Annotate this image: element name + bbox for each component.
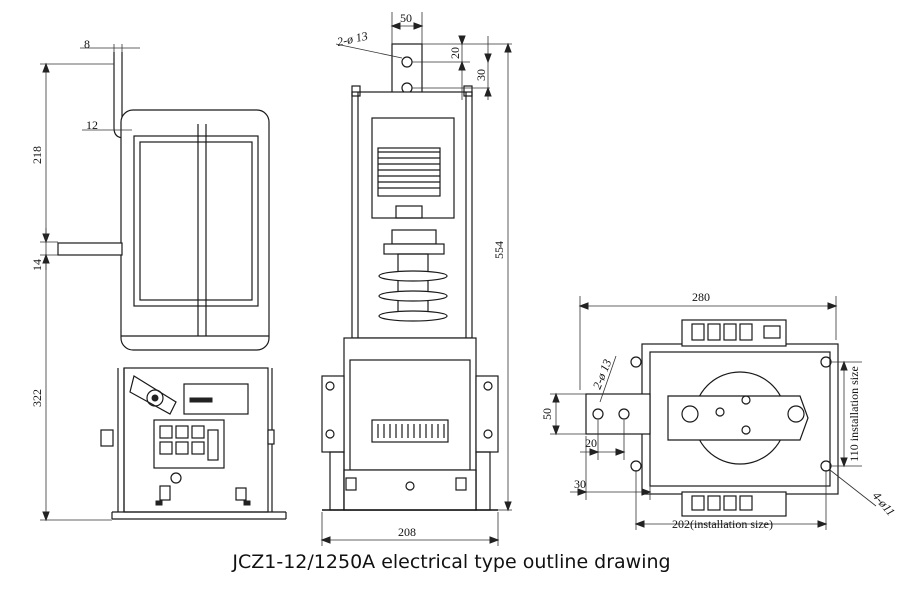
dim-top-4holes: 4-ø11 — [870, 489, 898, 519]
dim-front-20: 20 — [448, 47, 462, 59]
dim-top-202: 202(installation size) — [672, 517, 773, 531]
dim-top-holes: 2-ø 13 — [590, 357, 615, 391]
dim-side-12: 12 — [86, 118, 98, 132]
dim-top-20: 20 — [585, 436, 597, 450]
dim-side-14: 14 — [30, 259, 44, 271]
dim-top-280: 280 — [692, 290, 710, 304]
dim-top-110: 110 installation size — [847, 366, 861, 462]
dim-front-30: 30 — [474, 69, 488, 81]
dim-front-554: 554 — [492, 241, 506, 259]
side-view — [40, 44, 287, 522]
dim-front-holes: 2-ø 13 — [336, 29, 369, 49]
dim-front-50: 50 — [400, 11, 412, 25]
dim-top-30: 30 — [574, 477, 586, 491]
dim-front-208: 208 — [398, 525, 416, 539]
top-view — [550, 296, 877, 530]
front-view-dimension-labels: 50 2-ø 13 20 30 554 208 — [336, 11, 506, 539]
dim-side-8: 8 — [84, 37, 90, 51]
dim-top-50: 50 — [540, 408, 554, 420]
drawing-caption: JCZ1-12/1250A electrical type outline dr… — [232, 551, 671, 573]
dim-side-322: 322 — [30, 389, 44, 407]
dim-side-218: 218 — [30, 146, 44, 164]
side-view-dimension-labels: 8 12 218 14 322 — [30, 37, 98, 407]
front-view — [320, 12, 512, 546]
